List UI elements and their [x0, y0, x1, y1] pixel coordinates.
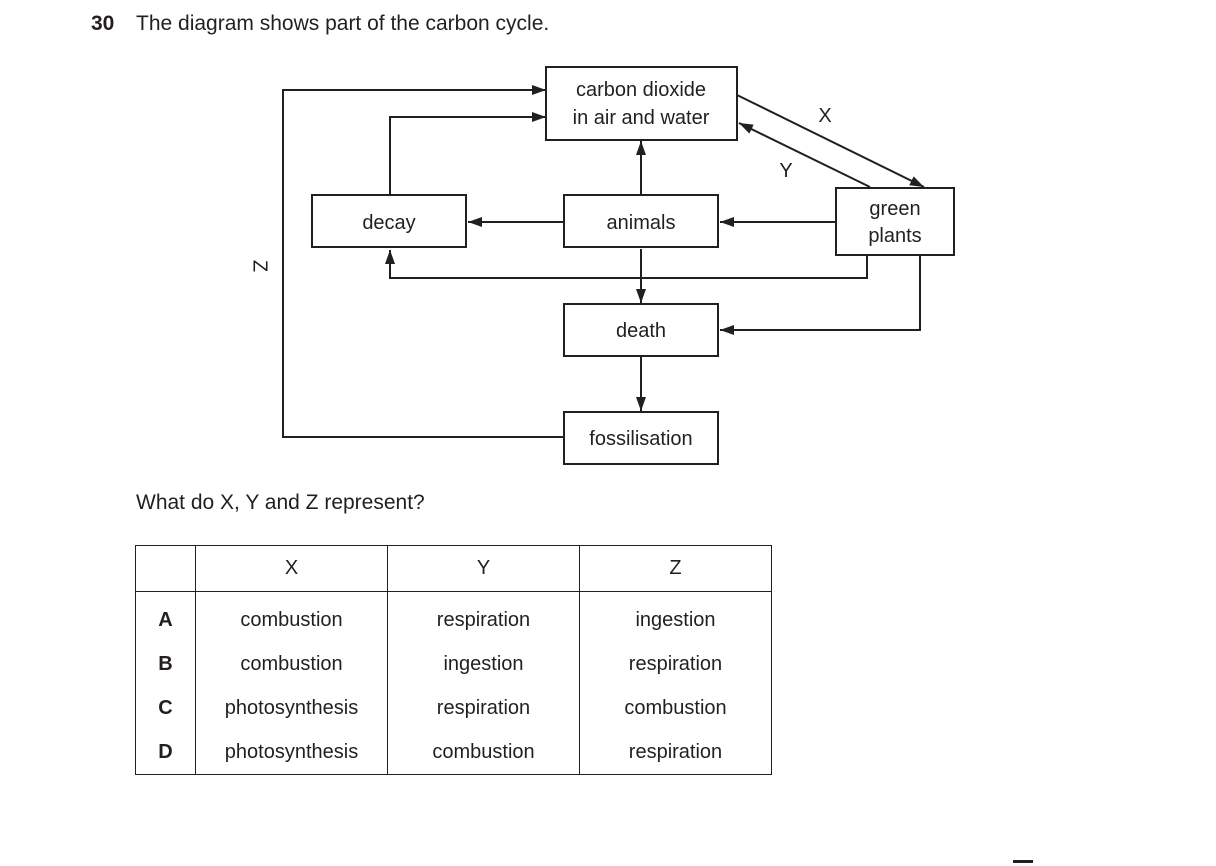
header-z: Z [579, 545, 772, 592]
node-decay-label: decay [362, 212, 415, 234]
option-x: photosynthesis [195, 730, 388, 775]
node-carbon-dioxide: carbon dioxide in air and water [545, 66, 738, 141]
option-y: ingestion [387, 642, 580, 686]
label-y: Y [779, 160, 792, 182]
option-y: respiration [387, 686, 580, 730]
option-y: respiration [387, 591, 580, 642]
answer-row-c: C photosynthesis respiration combustion [135, 686, 772, 730]
arrow-y-plants-to-co2 [738, 122, 871, 188]
node-fossilisation: fossilisation [563, 411, 719, 465]
node-carbon-dioxide-label-1: carbon dioxide [576, 79, 706, 101]
header-y: Y [387, 545, 580, 592]
arrow-plants-to-decay [385, 250, 868, 279]
node-green-plants-label-1: green [869, 198, 920, 220]
header-x: X [195, 545, 388, 592]
option-x: combustion [195, 591, 388, 642]
arrow-fossilisation-to-co2 [282, 85, 564, 438]
arrow-x-co2-to-plants [736, 94, 925, 188]
node-decay: decay [311, 194, 467, 248]
page-edge-mark [1013, 860, 1033, 863]
option-z: respiration [579, 730, 772, 775]
answer-table: X Y Z A combustion respiration ingestion… [135, 545, 772, 775]
answer-row-b: B combustion ingestion respiration [135, 642, 772, 686]
option-y: combustion [387, 730, 580, 775]
answer-row-d: D photosynthesis combustion respiration [135, 730, 772, 775]
question-text: The diagram shows part of the carbon cyc… [136, 12, 550, 35]
node-animals-label: animals [607, 212, 676, 234]
node-animals: animals [563, 194, 719, 248]
node-green-plants-label-2: plants [868, 225, 921, 247]
node-death: death [563, 303, 719, 357]
node-carbon-dioxide-label-2: in air and water [573, 107, 710, 129]
option-letter: D [135, 730, 196, 775]
arrow-plants-to-death [720, 256, 921, 335]
option-letter: C [135, 686, 196, 730]
question-number: 30 [91, 12, 115, 35]
question-prompt: What do X, Y and Z represent? [136, 491, 425, 514]
arrow-decay-to-co2 [389, 112, 546, 195]
option-z: combustion [579, 686, 772, 730]
option-z: ingestion [579, 591, 772, 642]
answer-row-a: A combustion respiration ingestion [135, 591, 772, 642]
option-x: combustion [195, 642, 388, 686]
label-x: X [818, 105, 831, 127]
option-letter: B [135, 642, 196, 686]
label-z: Z [249, 260, 271, 272]
node-fossilisation-label: fossilisation [589, 428, 692, 450]
answer-table-header: X Y Z [135, 545, 772, 592]
node-death-label: death [616, 320, 666, 342]
header-blank [135, 545, 196, 592]
node-green-plants: green plants [835, 187, 955, 256]
option-x: photosynthesis [195, 686, 388, 730]
option-z: respiration [579, 642, 772, 686]
option-letter: A [135, 591, 196, 642]
